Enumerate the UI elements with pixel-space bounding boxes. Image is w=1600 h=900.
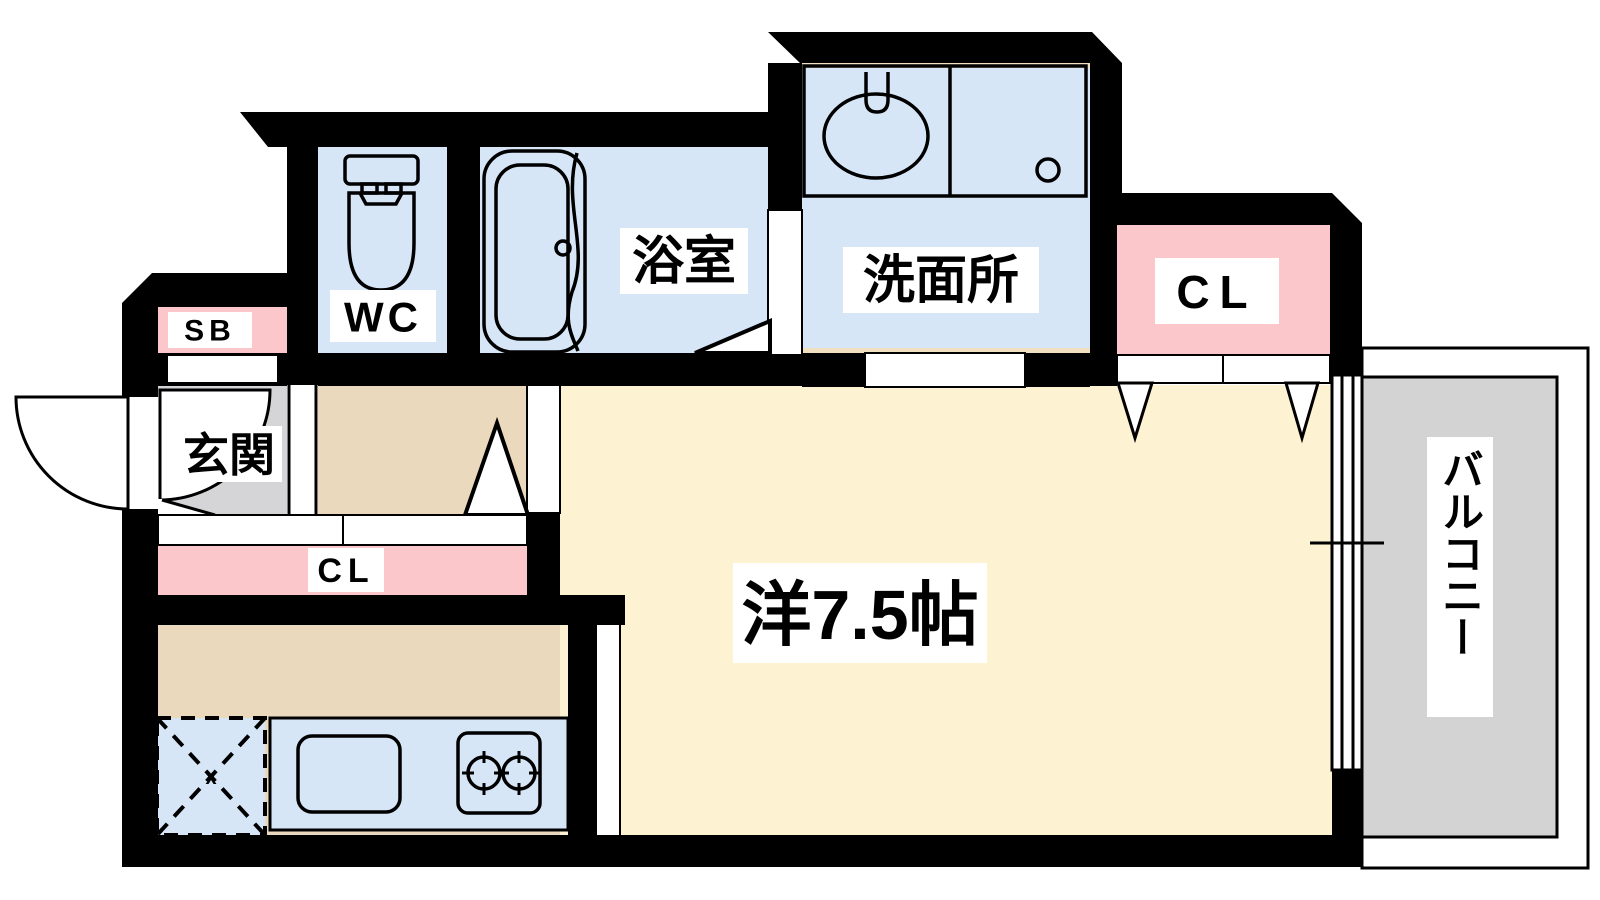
wall-closet-hall-bottom <box>122 595 625 625</box>
washer-pan-icon: x <box>155 716 267 837</box>
wc-label: WC <box>344 294 422 341</box>
faucet-icon <box>864 72 890 114</box>
kitchen-passage <box>595 625 621 835</box>
folding-door-triangle-icon <box>1284 381 1320 444</box>
folding-door-triangle-icon <box>1115 381 1155 444</box>
shoebox-door <box>166 354 279 384</box>
washroom-label: 洗面所 <box>863 252 1019 310</box>
washbasin-unit-icon <box>802 64 1088 198</box>
corner-chamfer <box>1092 32 1122 63</box>
wall-closet-upper-left <box>1090 225 1117 386</box>
wc-label-bg <box>330 290 436 342</box>
balcony-window <box>1310 373 1384 772</box>
balcony-label-bg <box>1427 437 1493 717</box>
kitchen-sink-icon <box>296 734 402 814</box>
shoebox-label: SB <box>184 315 236 348</box>
entrance-step <box>287 385 318 515</box>
wall-kitchen-right <box>568 625 596 835</box>
washroom-label-bg <box>843 247 1039 313</box>
corner-chamfer <box>1332 193 1362 223</box>
wall-wc-left <box>287 147 318 355</box>
wall-wc-bath <box>447 147 480 355</box>
washer-drain-icon <box>1035 157 1061 183</box>
door-swing-triangle-icon <box>694 317 772 355</box>
entrance-label: 玄関 <box>183 429 275 481</box>
kitchen-counter-icon <box>268 716 570 832</box>
stove-icon <box>456 731 542 815</box>
bathroom-door <box>694 209 803 356</box>
closet-upper-label-bg <box>1155 258 1279 324</box>
washroom-door <box>864 352 1026 388</box>
main-room-label: 洋7.5帖 <box>741 576 978 654</box>
wall-top-wc-bath <box>240 112 768 147</box>
hall-door <box>462 384 561 517</box>
shoebox-label-bg <box>168 312 252 348</box>
wall-bottom <box>122 835 1362 867</box>
closet-upper-label: CL <box>1176 266 1257 318</box>
corner-chamfer <box>768 32 800 63</box>
door-swing-outside-icon <box>14 395 130 511</box>
main-room-label-bg <box>733 563 987 663</box>
balcony-label: バルコニー <box>1437 448 1484 658</box>
corner-chamfer <box>122 273 152 303</box>
wall-washroom-top <box>768 32 1122 63</box>
closet-hall-label: CL <box>317 552 374 590</box>
svg-text:x: x <box>205 767 216 789</box>
bathroom-label-bg <box>620 228 748 294</box>
toilet-icon <box>343 154 420 292</box>
wall-left <box>122 273 158 867</box>
labels: SB WC 浴室 洗面所 CL 玄関 CL 洋7.5帖 バルコニー <box>168 228 1493 717</box>
bathroom-label: 浴室 <box>632 233 736 291</box>
wall-closet-upper-top <box>1090 193 1362 225</box>
entrance-label-bg <box>176 426 282 482</box>
closet-hall-label-bg <box>308 548 384 592</box>
corner-chamfer <box>240 112 268 147</box>
closet-hall-doors <box>157 514 528 546</box>
bathtub-icon <box>482 149 587 354</box>
closet-upper-doors <box>1115 354 1331 444</box>
wall-shoebox-top <box>122 273 287 307</box>
wall-right-upper <box>1330 193 1362 375</box>
